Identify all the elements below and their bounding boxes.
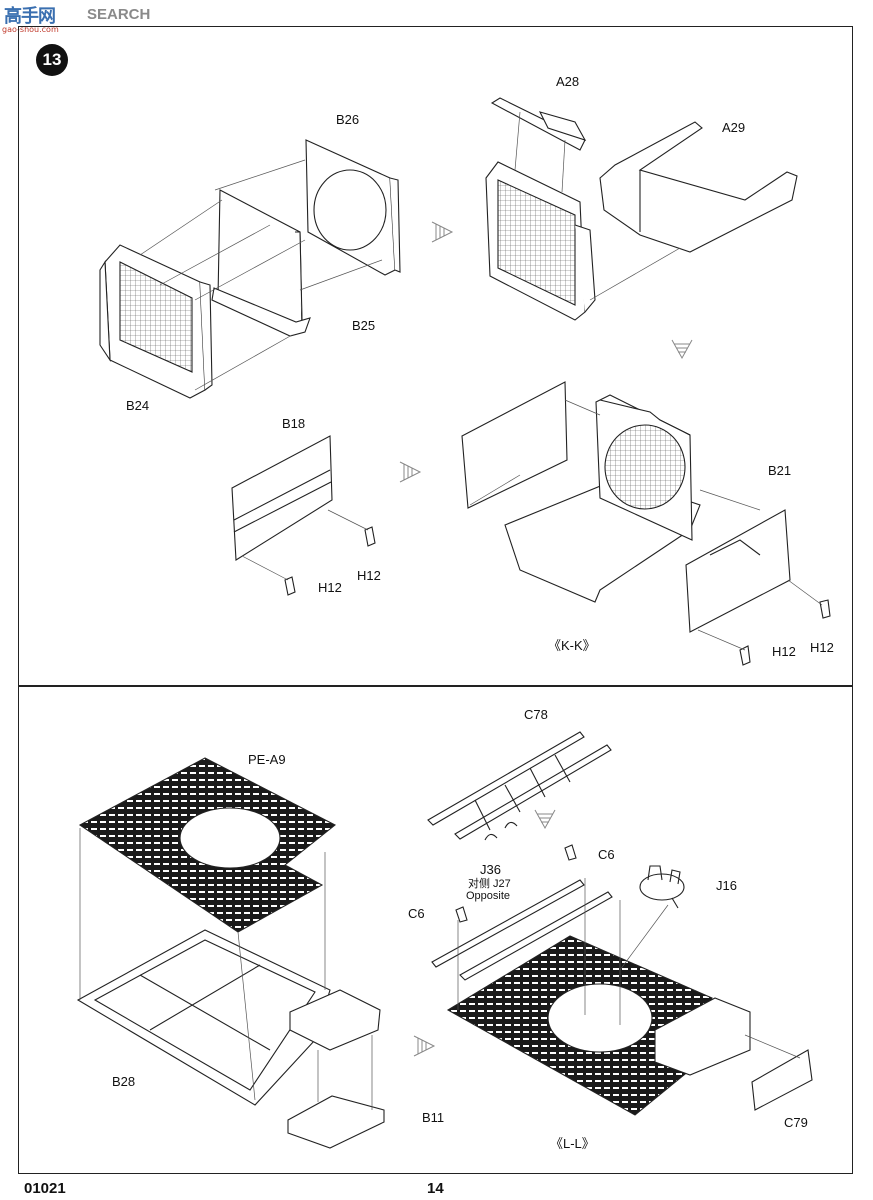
- radiator-assembly-drawing: [485, 161, 596, 321]
- label-c6: C6: [598, 847, 615, 862]
- label-b21: B21: [768, 463, 792, 478]
- label-b18: B18: [282, 416, 306, 431]
- watermark-logo: 高手网: [4, 6, 56, 27]
- part-b11-drawing: [287, 1095, 385, 1149]
- label-h12: H12: [357, 568, 381, 583]
- label-h12: H12: [772, 644, 796, 659]
- footer-kit-code: 01021: [24, 1180, 66, 1197]
- label-h12: H12: [810, 640, 834, 655]
- label-j27-opposite-en: Opposite: [466, 890, 511, 902]
- part-a29-drawing: [599, 121, 798, 253]
- label-pe-a9: PE-A9: [248, 752, 286, 767]
- step-panel-top: [18, 26, 853, 686]
- part-b24-drawing: [99, 244, 213, 399]
- footer-page-number: 14: [427, 1180, 444, 1197]
- arrow-right-icon-3: [413, 1035, 436, 1057]
- label-b26: B26: [336, 112, 360, 127]
- part-b18-drawing: [231, 435, 333, 561]
- label-j27-opposite-cn: 对侧 J27: [468, 878, 511, 890]
- part-b21-drawing: [685, 509, 791, 633]
- section-label-kk: 《K-K》: [548, 638, 596, 653]
- label-a28: A28: [556, 74, 580, 89]
- guide-lines-bottom-left: [79, 828, 373, 1110]
- label-c78: C78: [524, 707, 548, 722]
- ladder-lower-drawing: [431, 879, 613, 981]
- part-a28-drawing: [490, 97, 587, 151]
- part-h12-clips-drawing: [284, 526, 831, 666]
- guide-lines-top-left: [139, 159, 383, 391]
- label-j16: J16: [716, 878, 737, 893]
- part-c79-drawing: [751, 1049, 813, 1111]
- guide-lines-top-right: [514, 111, 681, 301]
- step-panel-bottom: [18, 686, 853, 1174]
- part-b28-drawing: [76, 929, 381, 1106]
- guide-lines-bottom-right: [457, 878, 801, 1059]
- arrow-right-icon-2: [399, 461, 422, 483]
- part-b25-drawing: [211, 189, 311, 337]
- part-c6-drawing: [455, 844, 577, 923]
- label-c6: C6: [408, 906, 425, 921]
- arrow-down-icon-2: [534, 809, 556, 830]
- label-b25: B25: [352, 318, 376, 333]
- arrow-down-icon: [671, 339, 693, 360]
- watermark-url: gao-shou.com: [2, 25, 59, 34]
- guide-lines-middle-right: [469, 399, 823, 651]
- watermark: 高手网 SEARCH gao-shou.com: [0, 2, 200, 34]
- part-pe-a9-drawing: [78, 757, 337, 933]
- front-panel-drawing: [461, 381, 568, 509]
- step-number-badge: 13: [36, 44, 68, 76]
- arrow-right-icon: [431, 221, 454, 243]
- label-b11: B11: [422, 1110, 445, 1125]
- label-j36: J36: [480, 862, 501, 877]
- label-b28: B28: [112, 1074, 136, 1089]
- label-a29: A29: [722, 120, 746, 135]
- tray-with-fan-drawing: [504, 394, 701, 603]
- part-j36-drawing: [484, 821, 518, 841]
- watermark-brand: SEARCH: [87, 6, 151, 23]
- label-c79: C79: [784, 1115, 808, 1130]
- section-label-ll: 《L-L》: [550, 1136, 595, 1151]
- guide-lines-b18: [241, 509, 369, 581]
- part-j16-drawing: [639, 865, 685, 909]
- part-b26-drawing: [305, 139, 401, 276]
- part-c78-drawing: [427, 731, 612, 840]
- label-h12: H12: [318, 580, 342, 595]
- label-b24: B24: [126, 398, 150, 413]
- grate-assembly-drawing: [446, 935, 751, 1116]
